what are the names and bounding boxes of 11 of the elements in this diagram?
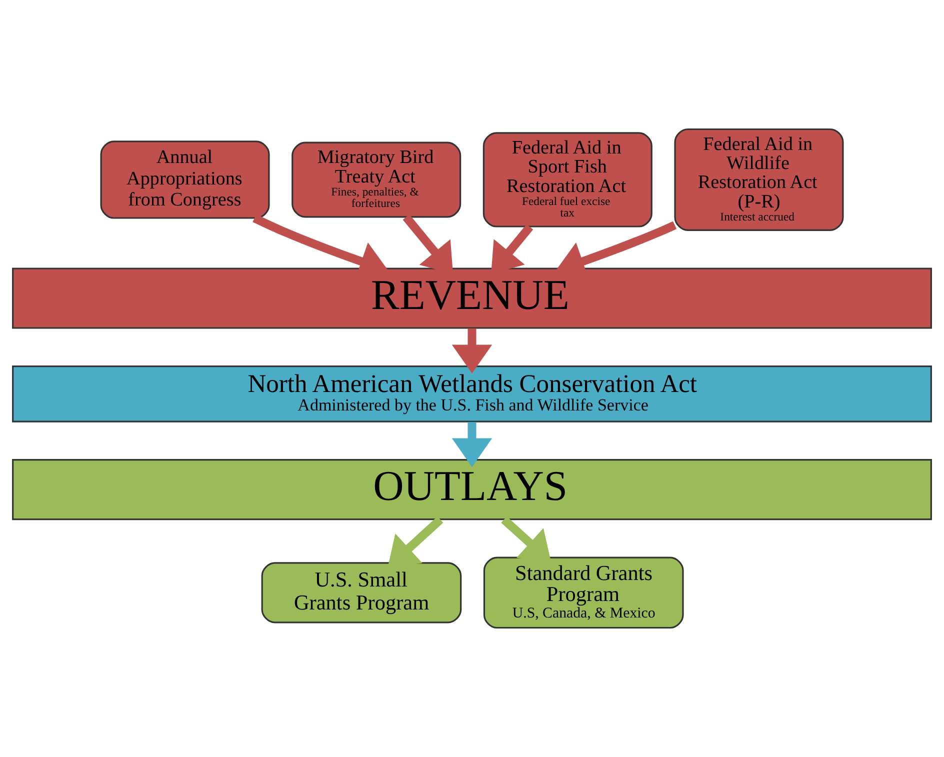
node-box: REVENUE <box>12 268 932 329</box>
arrow <box>452 422 492 467</box>
node-box: U.S. Small Grants Program <box>261 562 462 624</box>
node-box: Federal Aid in Sport Fish Restoration Act Federal fuel excise tax <box>482 132 652 228</box>
node-box: Annual Appropriations from Congress <box>100 140 270 219</box>
node-box: Standard Grants Program U.S, Canada, & Mexico <box>483 556 684 629</box>
node-box: Migratory Bird Treaty Act Fines, penalties, & forfeitures <box>292 142 462 218</box>
node-box: Federal Aid in Wildlife Restoration Act (P-R) Interest accrued <box>674 128 844 232</box>
node-box: OUTLAYS <box>12 459 932 520</box>
node-box: North American Wetlands Conservation Act Administered by the U.S. Fish and Wildlife Service <box>12 365 932 422</box>
arrow <box>452 328 492 374</box>
